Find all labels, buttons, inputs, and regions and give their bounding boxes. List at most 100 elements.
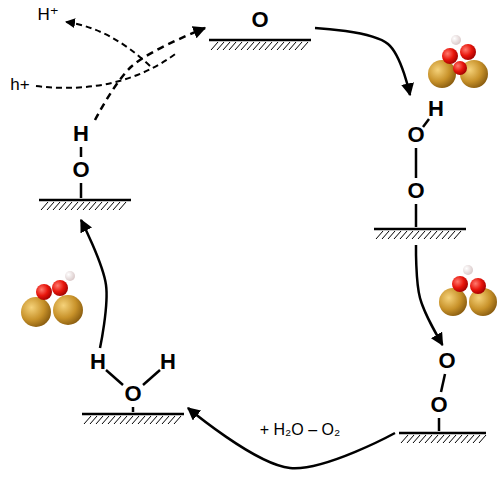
surface-hatch [168, 416, 175, 424]
surface-line [82, 413, 184, 416]
surface-hatch [253, 42, 260, 50]
chemical-bond [143, 370, 160, 385]
surface-drawing [395, 345, 490, 455]
surface-hatch [108, 416, 115, 424]
surface-hatch [83, 202, 90, 210]
atom-sphere [442, 48, 458, 64]
surface-hatch [271, 42, 278, 50]
surface-hatch [295, 42, 302, 50]
proton-leader-arrow [66, 22, 150, 66]
surface-hatch [430, 231, 437, 239]
chemical-bond [423, 119, 429, 127]
ball-stick-model [428, 35, 488, 88]
surface-hatch [407, 435, 414, 443]
surface-hatch [448, 231, 455, 239]
surface-hatch [473, 435, 480, 443]
cycle-arrow [81, 220, 107, 348]
surface-hatch [259, 42, 266, 50]
atom-symbol: O [251, 9, 268, 31]
atom-symbol: H [73, 123, 89, 145]
surface-hatch [265, 42, 272, 50]
surface-hatch [77, 202, 84, 210]
surface-hatch [437, 435, 444, 443]
atom-sphere [453, 61, 467, 75]
surface-hatch [156, 416, 163, 424]
chemical-bond [415, 204, 418, 227]
surface-hatch [132, 416, 139, 424]
cycle-arrow [188, 408, 395, 468]
surface-hatch [431, 435, 438, 443]
atom-sphere [65, 271, 75, 281]
ball-stick-model [439, 265, 497, 316]
atom-sphere [21, 297, 51, 327]
surface-hatch [113, 202, 120, 210]
surface-hatch [382, 231, 389, 239]
surface-hatch [90, 416, 97, 424]
surface-hatch [401, 435, 408, 443]
atom-symbol: H [428, 98, 444, 120]
surface-hatch [461, 435, 468, 443]
surface-hatch [412, 231, 419, 239]
atom-sphere [470, 278, 486, 294]
surface-hatch [126, 416, 133, 424]
cycle-arrow [416, 245, 443, 345]
surface-hatch [289, 42, 296, 50]
adsorbate-site: OO [395, 345, 490, 455]
atom-symbol: O [430, 394, 447, 416]
surface-hatch [119, 202, 126, 210]
surface-hatch [89, 202, 96, 210]
surface-hatch [211, 42, 218, 50]
atom-sphere [452, 276, 468, 292]
surface-hatch [53, 202, 60, 210]
atom-sphere [52, 280, 68, 296]
surface-hatch [419, 435, 426, 443]
surface-hatch [144, 416, 151, 424]
charge-carrier-label: h+ [10, 76, 29, 93]
atom-sphere [460, 44, 476, 60]
surface-hatch [235, 42, 242, 50]
surface-hatch [455, 435, 462, 443]
chemical-bond [132, 407, 135, 412]
atom-symbol: O [407, 124, 424, 146]
surface-hatch [449, 435, 456, 443]
adsorbate-site: HO [35, 120, 135, 220]
surface-line [209, 39, 311, 42]
cycle-arrow [95, 28, 205, 120]
surface-hatch [388, 231, 395, 239]
surface-hatch [418, 231, 425, 239]
adsorbate-site: HHO [78, 348, 188, 428]
surface-hatch [241, 42, 248, 50]
atom-symbol: O [72, 159, 89, 181]
surface-hatch [41, 202, 48, 210]
surface-drawing [35, 120, 135, 220]
surface-hatch [442, 231, 449, 239]
surface-hatch [479, 435, 486, 443]
chemical-bond [80, 147, 83, 157]
surface-hatch [101, 202, 108, 210]
hole-leader-line [36, 52, 178, 88]
surface-hatch [162, 416, 169, 424]
surface-hatch [424, 231, 431, 239]
charge-carrier-label: H⁺ [37, 6, 58, 23]
atom-sphere [463, 265, 473, 275]
surface-hatch [120, 416, 127, 424]
chemical-bond [441, 374, 445, 392]
atom-symbol: O [407, 180, 424, 202]
surface-hatch [467, 435, 474, 443]
atom-sphere [451, 35, 461, 45]
surface-hatch [301, 42, 308, 50]
surface-line [399, 432, 486, 435]
surface-hatch [217, 42, 224, 50]
surface-hatch [376, 231, 383, 239]
surface-line [39, 199, 131, 202]
atom-sphere [53, 295, 83, 325]
atom-sphere [439, 288, 467, 316]
surface-drawing [370, 95, 470, 245]
surface-hatch [443, 435, 450, 443]
chemical-bond [438, 418, 441, 431]
surface-hatch [436, 231, 443, 239]
chemical-bond [106, 370, 123, 385]
surface-hatch [114, 416, 121, 424]
